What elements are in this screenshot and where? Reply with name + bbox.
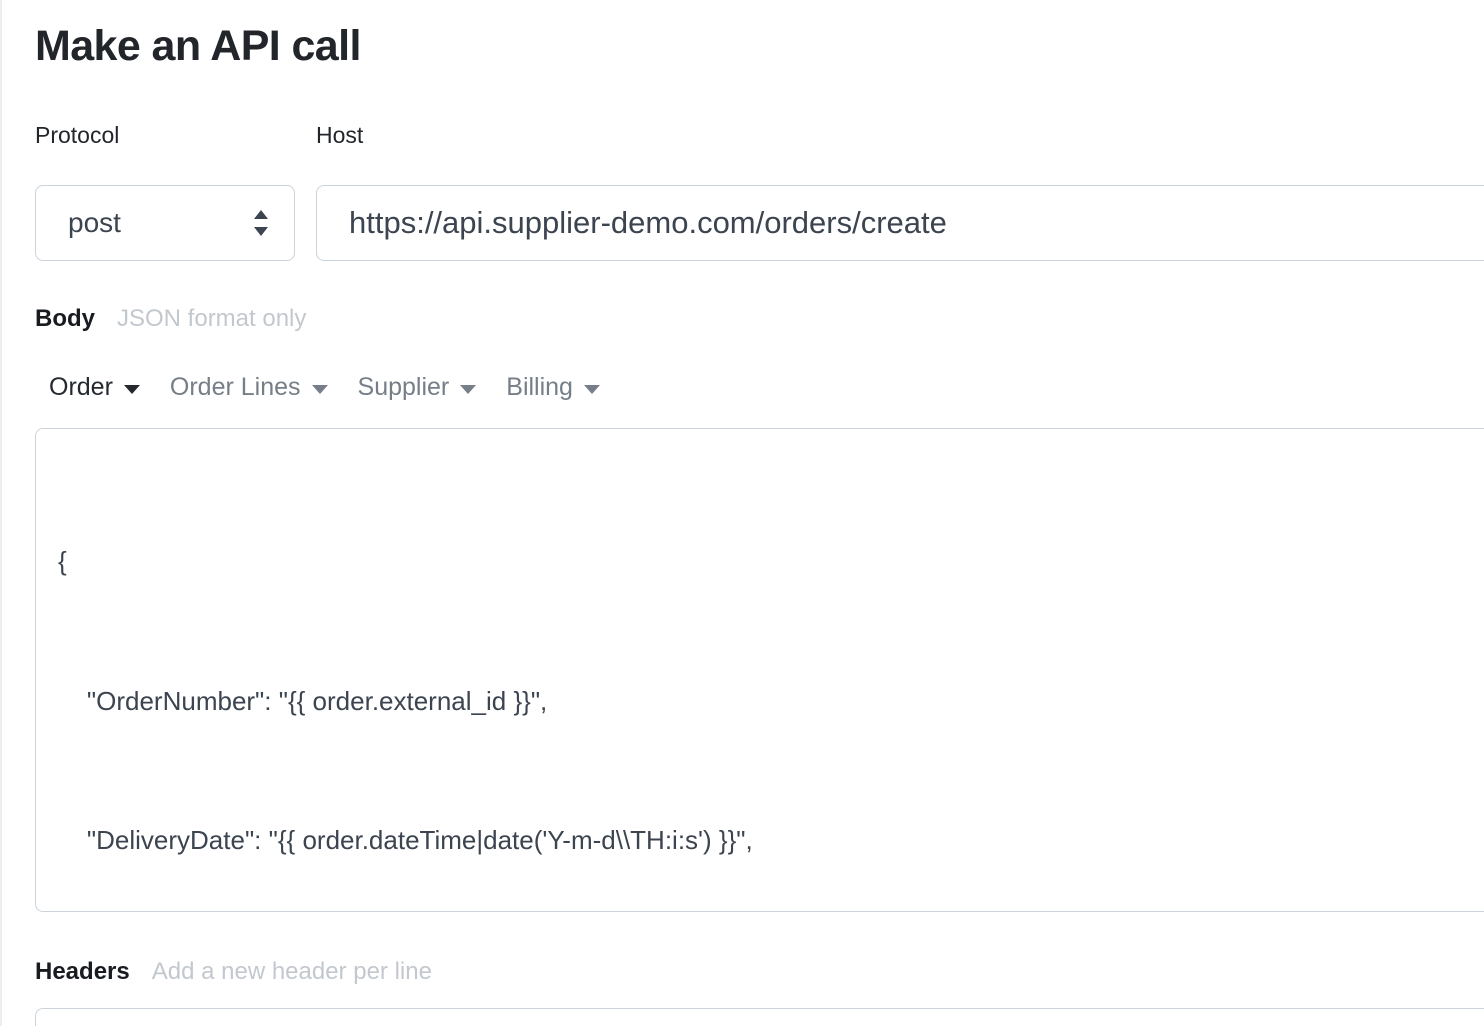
code-line: { xyxy=(58,546,67,576)
tab-order-lines-label: Order Lines xyxy=(169,373,301,401)
page-title: Make an API call xyxy=(35,22,361,70)
headers-textarea[interactable] xyxy=(35,1008,1484,1026)
tab-billing[interactable]: Billing xyxy=(506,373,600,402)
chevron-down-icon xyxy=(583,385,600,394)
chevron-down-icon xyxy=(460,385,477,394)
protocol-label: Protocol xyxy=(35,122,120,148)
chevron-down-icon xyxy=(311,385,328,394)
headers-label-row: Headers Add a new header per line xyxy=(35,958,432,986)
sort-updown-icon xyxy=(254,210,268,236)
body-label-row: Body JSON format only xyxy=(35,305,306,333)
chevron-down-icon xyxy=(123,385,140,394)
tab-supplier[interactable]: Supplier xyxy=(358,373,477,402)
host-label: Host xyxy=(316,122,364,148)
host-input[interactable]: https://api.supplier-demo.com/orders/cre… xyxy=(316,185,1484,261)
body-hint: JSON format only xyxy=(117,305,307,332)
body-label: Body xyxy=(35,305,95,332)
tab-order-label: Order xyxy=(49,373,113,401)
code-line: "DeliveryDate": "{{ order.dateTime|date(… xyxy=(58,825,753,855)
body-variable-tabs: Order Order Lines Supplier Billing xyxy=(49,373,600,402)
host-input-value: https://api.supplier-demo.com/orders/cre… xyxy=(349,205,947,240)
headers-hint: Add a new header per line xyxy=(151,958,432,985)
tab-order-lines[interactable]: Order Lines xyxy=(170,373,328,402)
protocol-select[interactable]: post xyxy=(35,185,295,261)
tab-order[interactable]: Order xyxy=(49,373,140,402)
protocol-select-value: post xyxy=(68,207,121,238)
body-textarea-content: { "OrderNumber": "{{ order.external_id }… xyxy=(58,445,1484,911)
body-textarea[interactable]: { "OrderNumber": "{{ order.external_id }… xyxy=(35,428,1484,912)
tab-billing-label: Billing xyxy=(506,373,573,401)
tab-supplier-label: Supplier xyxy=(357,373,450,401)
code-line: "OrderNumber": "{{ order.external_id }}"… xyxy=(58,685,548,716)
headers-label: Headers xyxy=(35,958,130,985)
